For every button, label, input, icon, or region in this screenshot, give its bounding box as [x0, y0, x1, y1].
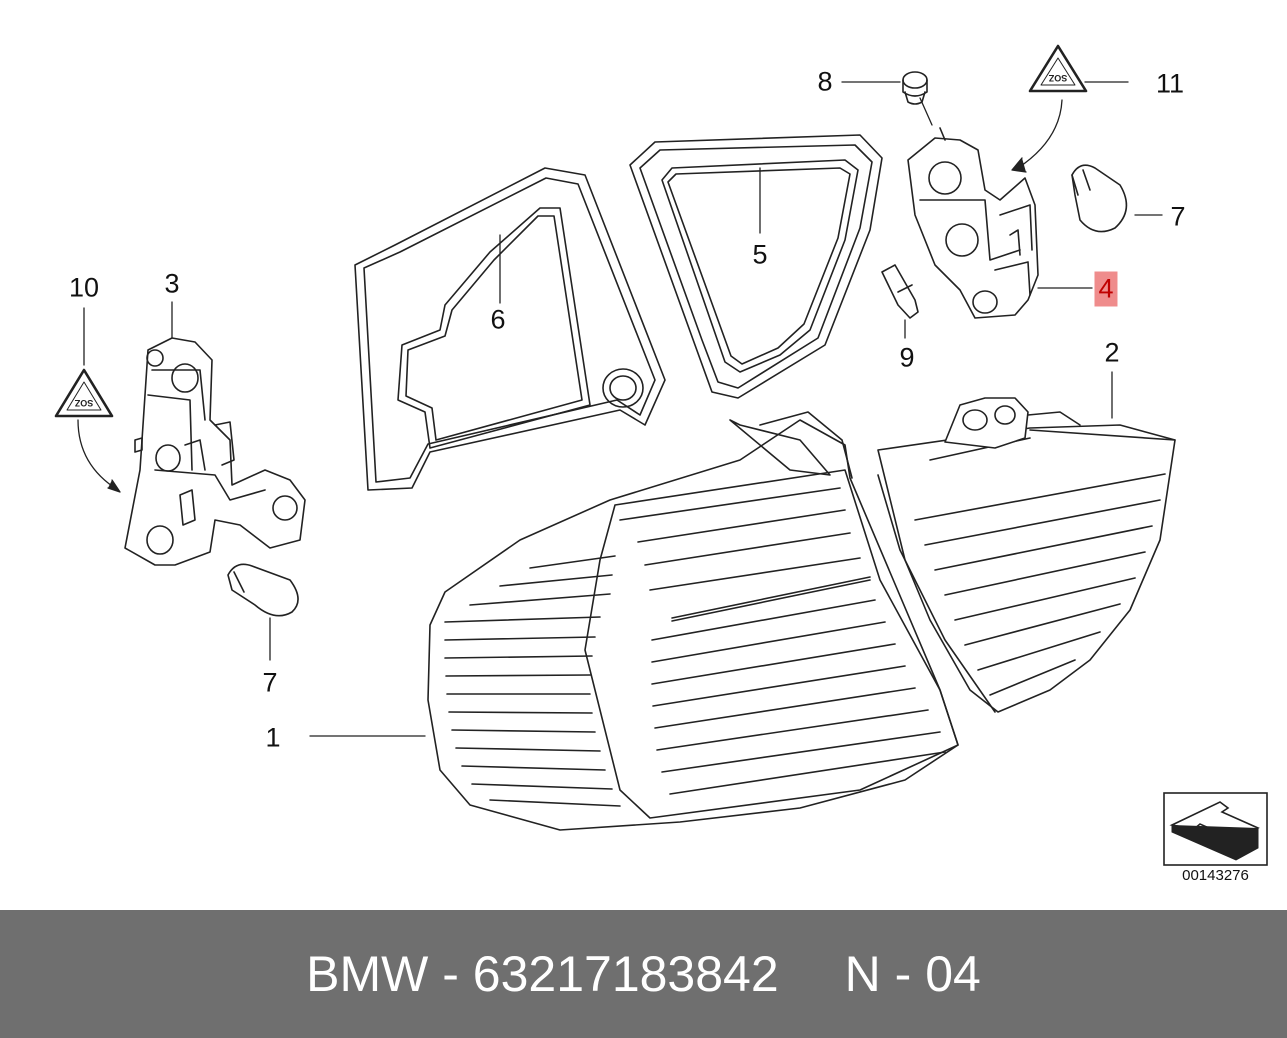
grommet-part-8: [902, 71, 928, 105]
bulb-carrier-part-4: [907, 127, 1039, 319]
wedge-bulb-part-9: [881, 264, 919, 319]
footer-part-number: BMW - 63217183842: [306, 946, 779, 1002]
warning-symbol-text-right: SOZ: [1048, 73, 1067, 83]
callout-4-highlighted: 4: [1094, 271, 1118, 307]
footer-page-code: N - 04: [844, 946, 981, 1002]
callout-10: 10: [68, 272, 100, 303]
callout-1: 1: [265, 722, 281, 753]
callout-7-right: 7: [1170, 201, 1186, 232]
warning-triangle-right: [1028, 44, 1088, 93]
orientation-arrow-icon: [1163, 792, 1268, 866]
gasket-inner-part-5: [629, 134, 883, 399]
diagram-reference-number: 00143276: [1182, 867, 1249, 884]
bulb-right-part-7: [1071, 164, 1128, 233]
parts-diagram: SOZ SOZ: [54, 44, 1268, 866]
bulb-left-part-7: [227, 563, 299, 617]
callout-9: 9: [899, 342, 915, 373]
leader-lines: [83, 81, 1163, 737]
callout-6: 6: [490, 304, 506, 335]
callout-3: 3: [164, 268, 180, 299]
callout-8: 8: [817, 66, 833, 97]
footer-banner: BMW - 63217183842 N - 04: [0, 910, 1287, 1038]
callout-7-left: 7: [262, 667, 278, 698]
arrows: [77, 99, 1063, 493]
callout-11: 11: [1155, 68, 1185, 99]
warning-symbol-text-left: SOZ: [74, 398, 93, 408]
bulb-carrier-part-3: [124, 337, 306, 566]
callout-5: 5: [752, 239, 768, 270]
tail-lamp-outer-part-1: [427, 411, 959, 831]
gasket-outer-part-6: [354, 167, 666, 491]
warning-triangle-left: [54, 368, 114, 418]
tail-lamp-inner-part-2: [877, 397, 1176, 713]
callout-2: 2: [1104, 337, 1120, 368]
